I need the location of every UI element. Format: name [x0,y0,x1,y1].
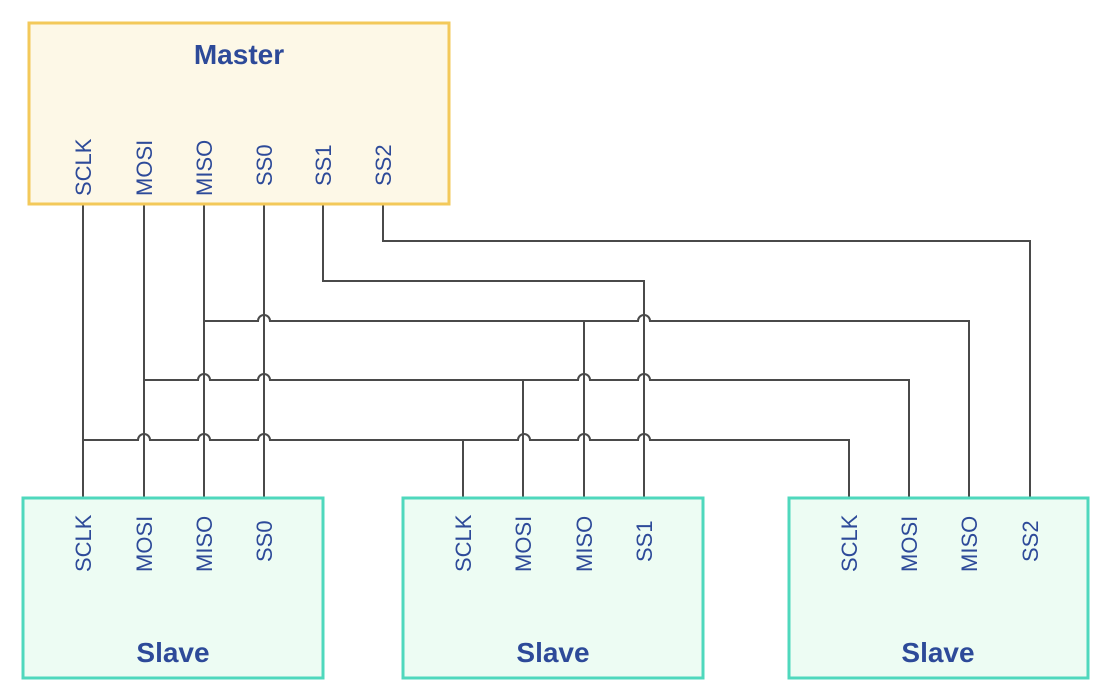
slave2-pin-ss1: SS1 [632,520,657,562]
wire-ss1 [322,203,645,499]
slave3-pin-sclk: SCLK [837,514,862,572]
master-title: Master [194,39,284,70]
slave-box-2: Slave SCLK MOSI MISO SS1 [401,496,705,680]
slave-title-1: Slave [136,637,209,668]
slave2-pin-mosi: MOSI [511,516,536,572]
slave-rect-2 [401,496,705,680]
master-rect [27,21,451,206]
master-pin-sclk: SCLK [71,138,96,196]
slave3-pin-miso: MISO [957,516,982,572]
slave-box-1: Slave SCLK MOSI MISO SS0 [21,496,325,680]
slave1-pin-miso: MISO [192,516,217,572]
slave2-pin-sclk: SCLK [451,514,476,572]
slave1-pin-ss0: SS0 [252,520,277,562]
master-pin-mosi: MOSI [132,140,157,196]
slave2-pin-miso: MISO [572,516,597,572]
master-pin-ss2: SS2 [371,144,396,186]
slave-rect-1 [21,496,325,680]
slave-rect-3 [787,496,1090,680]
slave1-pin-mosi: MOSI [132,516,157,572]
slave-box-3: Slave SCLK MOSI MISO SS2 [787,496,1090,680]
wire-sclk [82,203,850,499]
master-box: Master SCLK MOSI MISO SS0 SS1 SS2 [27,21,451,206]
slave-title-2: Slave [516,637,589,668]
master-pin-ss0: SS0 [252,144,277,186]
wire-ss2 [382,203,1031,499]
slave1-pin-sclk: SCLK [71,514,96,572]
wire-miso [203,203,970,499]
wire-mosi [143,203,910,499]
slave3-pin-ss2: SS2 [1018,520,1043,562]
slave-title-3: Slave [901,637,974,668]
slave3-pin-mosi: MOSI [897,516,922,572]
wires [82,203,1031,499]
master-pin-ss1: SS1 [311,144,336,186]
master-pin-miso: MISO [192,140,217,196]
